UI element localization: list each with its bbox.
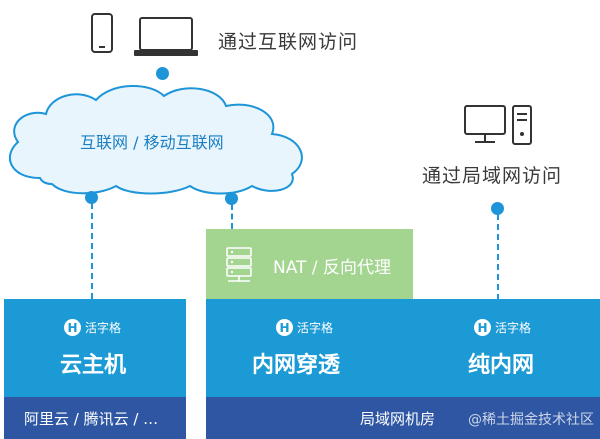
footer-cloud-providers: 阿里云 / 腾讯云 / … xyxy=(4,397,186,439)
monitor-icon xyxy=(464,105,506,143)
connector-dot xyxy=(156,67,169,80)
connector-dot xyxy=(85,191,98,204)
brand-name: 活字格 xyxy=(85,321,122,335)
brand-logo: H 活字格 xyxy=(64,319,121,336)
connector-dashed-line xyxy=(91,203,93,299)
watermark: @稀土掘金技术社区 xyxy=(468,412,594,428)
cloud-providers-label: 阿里云 / 腾讯云 / … xyxy=(24,410,159,428)
server-icon xyxy=(226,247,252,282)
lan-devices xyxy=(464,105,532,145)
footer-lan-room: 局域网机房 @稀土掘金技术社区 xyxy=(206,397,600,439)
card-title: 云主机 xyxy=(60,353,127,378)
brand-logo: H 活字格 xyxy=(276,319,333,336)
cloud-label: 互联网 / 移动互联网 xyxy=(80,133,224,152)
connector-dot xyxy=(225,192,238,205)
connector-dashed-line xyxy=(231,204,233,229)
brand-name: 活字格 xyxy=(495,321,532,335)
connector-dot xyxy=(491,202,504,215)
desktop-tower-icon xyxy=(512,105,532,145)
connector-dashed-line xyxy=(497,214,499,300)
phone-icon xyxy=(91,13,113,53)
card-title-tunnel: 内网穿透 xyxy=(252,353,341,378)
brand-name: 活字格 xyxy=(297,321,334,335)
brand-h-icon: H xyxy=(474,319,491,336)
card-title-intranet: 纯内网 xyxy=(468,353,535,378)
brand-logo: H 活字格 xyxy=(474,319,531,336)
lan-access-caption: 通过局域网访问 xyxy=(422,165,563,187)
nat-proxy-box: NAT / 反向代理 xyxy=(206,229,413,299)
brand-h-icon: H xyxy=(64,319,81,336)
laptop-icon xyxy=(134,17,198,56)
internet-cloud xyxy=(8,85,303,195)
internet-access-caption: 通过互联网访问 xyxy=(218,31,359,53)
lan-cards-block: H 活字格 内网穿透 H 活字格 纯内网 xyxy=(206,299,600,397)
top-devices xyxy=(91,13,198,56)
brand-h-icon: H xyxy=(276,319,293,336)
card-cloud-host: H 活字格 云主机 xyxy=(4,299,186,397)
nat-label: NAT / 反向代理 xyxy=(273,258,391,278)
lan-room-label: 局域网机房 xyxy=(360,410,436,428)
